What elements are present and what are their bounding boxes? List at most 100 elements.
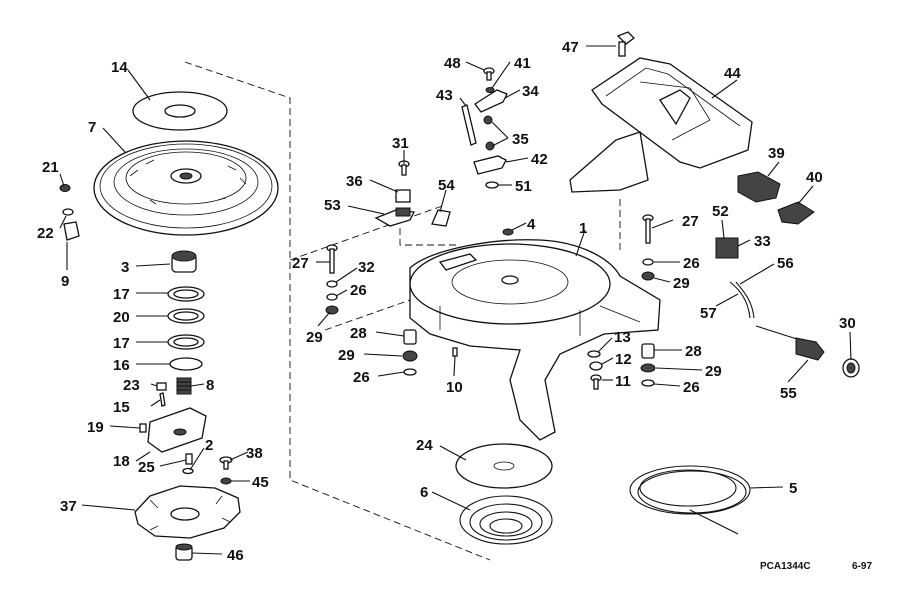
washer-32 <box>326 280 338 288</box>
plunger-54 <box>431 209 451 227</box>
washer-20 <box>167 308 205 324</box>
callout-44: 44 <box>724 65 741 82</box>
callout-19: 19 <box>87 419 104 436</box>
callout-11: 11 <box>615 373 631 390</box>
callout-20: 20 <box>113 309 130 326</box>
drawing-code: PCA1344C <box>760 561 811 572</box>
callout-40: 40 <box>806 169 823 186</box>
nut-4 <box>502 228 514 236</box>
callout-29-right: 29 <box>673 275 690 292</box>
callout-29-lower: 29 <box>705 363 722 380</box>
callout-7: 7 <box>88 119 96 136</box>
grommet-29-right <box>641 271 655 281</box>
callout-8: 8 <box>206 377 214 394</box>
callout-6: 6 <box>420 484 428 501</box>
bolt-27-right <box>642 214 654 244</box>
callout-17-bottom: 17 <box>113 335 130 352</box>
washer-2 <box>182 467 194 475</box>
starter-rope-5 <box>629 465 751 535</box>
pin-19 <box>139 423 147 433</box>
bushing-28-left <box>403 329 417 345</box>
washer-51 <box>485 181 499 189</box>
callout-52: 52 <box>712 203 729 220</box>
callout-17-top: 17 <box>113 286 130 303</box>
nut-30 <box>842 358 860 378</box>
spring-8 <box>176 377 192 395</box>
cover-40 <box>777 201 815 225</box>
leader-lines <box>59 45 852 555</box>
callout-26-lower: 26 <box>683 379 700 396</box>
callout-29-mid: 29 <box>338 347 355 364</box>
cable-55 <box>755 325 825 361</box>
callout-27-right: 27 <box>682 213 699 230</box>
screw-47 <box>616 31 635 57</box>
pin-15 <box>159 392 166 407</box>
callout-37: 37 <box>60 498 77 515</box>
callout-26-left: 26 <box>350 282 367 299</box>
callout-22: 22 <box>37 225 54 242</box>
handle-44 <box>569 57 753 193</box>
pulley-7 <box>93 140 279 236</box>
bushing-3 <box>171 250 197 273</box>
nut-45 <box>220 477 232 485</box>
rewind-spring-6 <box>459 495 553 545</box>
thrust-washer-14 <box>132 91 228 131</box>
plate-24 <box>455 443 553 489</box>
callout-9: 9 <box>61 273 69 290</box>
nut-12 <box>589 361 603 371</box>
switch-52 <box>715 237 739 259</box>
assembly-dashed-lines <box>184 61 621 561</box>
callout-34: 34 <box>522 83 539 100</box>
callout-55: 55 <box>780 385 797 402</box>
callout-labels: 14 7 21 22 9 3 17 20 17 16 23 8 15 19 18… <box>37 39 856 564</box>
callout-33: 33 <box>754 233 771 250</box>
plate-9 <box>63 221 80 241</box>
callout-10: 10 <box>446 379 463 396</box>
grommet-29-left <box>325 305 339 315</box>
callout-5: 5 <box>789 480 797 497</box>
callout-21: 21 <box>42 159 59 176</box>
washer-13 <box>587 350 601 358</box>
callout-13: 13 <box>614 329 631 346</box>
callout-46: 46 <box>227 547 244 564</box>
pin-43 <box>461 104 477 146</box>
callout-28-right: 28 <box>685 343 702 360</box>
washer-41 <box>485 87 495 93</box>
callout-57: 57 <box>700 305 717 322</box>
wire-56-57 <box>729 281 755 319</box>
callout-24: 24 <box>416 437 433 454</box>
callout-14: 14 <box>111 59 128 76</box>
callout-4: 4 <box>527 216 536 233</box>
bushing-28-right <box>641 343 655 359</box>
spring-23 <box>156 382 167 391</box>
callout-39: 39 <box>768 145 785 162</box>
callout-32: 32 <box>358 259 375 276</box>
callout-38: 38 <box>246 445 263 462</box>
bracket-42 <box>473 155 507 175</box>
pawl-plate-18 <box>147 407 207 453</box>
bolt-27-left <box>326 244 338 274</box>
callout-16: 16 <box>113 357 130 374</box>
screw-25 <box>185 453 193 465</box>
callout-1: 1 <box>579 220 587 237</box>
grommet-29-mid <box>402 350 418 362</box>
grommet-29-lower <box>640 363 656 373</box>
bushing-46 <box>175 543 193 561</box>
callout-25: 25 <box>138 459 155 476</box>
drawing-date: 6-97 <box>852 561 872 572</box>
washer-26-left <box>326 293 338 301</box>
callout-26-mid: 26 <box>353 369 370 386</box>
callout-56: 56 <box>777 255 794 272</box>
callout-15: 15 <box>113 399 130 416</box>
callout-47: 47 <box>562 39 579 56</box>
washer-26-mid <box>403 368 417 376</box>
callout-51: 51 <box>515 178 532 195</box>
screw-10 <box>452 347 458 357</box>
callout-29-left: 29 <box>306 329 323 346</box>
callout-31: 31 <box>392 135 409 152</box>
screw-48 <box>483 67 495 81</box>
callout-53: 53 <box>324 197 341 214</box>
callout-48: 48 <box>444 55 461 72</box>
